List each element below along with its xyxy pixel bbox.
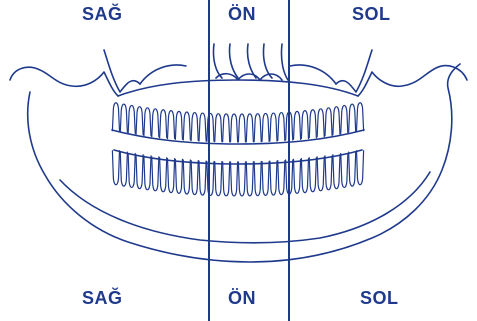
upper-tooth — [120, 104, 127, 132]
lower-tooth — [325, 156, 332, 190]
lower-tooth — [254, 162, 261, 196]
upper-tooth — [144, 108, 151, 136]
lower-tooth — [231, 162, 238, 196]
upper-tooth — [183, 112, 190, 140]
upper-tooth — [238, 114, 245, 142]
lower-tooth — [175, 159, 182, 193]
maxilla-sinus-right — [290, 65, 336, 84]
lower-tooth — [215, 162, 222, 196]
upper-tooth — [128, 105, 135, 133]
upper-tooth — [223, 114, 230, 142]
label-bottom-front: ÖN — [228, 288, 256, 308]
lower-tooth — [238, 162, 245, 196]
lower-tooth — [120, 152, 127, 186]
lower-tooth — [152, 157, 159, 191]
lower-tooth — [112, 151, 119, 185]
anterior-crown — [216, 74, 282, 80]
left-condyle — [358, 66, 467, 96]
lower-tooth — [128, 153, 135, 187]
upper-tooth — [168, 111, 175, 139]
mandible-outline — [28, 64, 460, 262]
upper-tooth — [294, 111, 301, 139]
upper-tooth — [112, 103, 119, 131]
upper-tooth — [270, 113, 277, 141]
upper-tooth — [215, 114, 222, 142]
upper-tooth — [160, 110, 167, 138]
lower-tooth — [262, 161, 269, 195]
right-coronoid — [104, 50, 140, 92]
upper-tooth — [246, 114, 253, 142]
lower-tooth — [144, 156, 151, 190]
lower-tooth — [357, 151, 364, 185]
upper-tooth — [317, 109, 324, 137]
lower-tooth — [207, 161, 214, 195]
lower-tooth — [341, 153, 348, 187]
upper-tooth — [341, 105, 348, 133]
lower-tooth — [183, 160, 190, 194]
lower-tooth — [294, 159, 301, 193]
lower-tooth — [191, 161, 198, 195]
maxilla-outline — [118, 80, 358, 96]
label-bottom-left-side: SOL — [360, 288, 399, 308]
lower-tooth — [278, 161, 285, 195]
lower-tooth — [333, 155, 340, 189]
lower-tooth — [223, 162, 230, 196]
label-top-front: ÖN — [228, 4, 256, 24]
upper-tooth — [175, 111, 182, 139]
upper-tooth — [254, 114, 261, 142]
left-coronoid — [336, 50, 372, 92]
label-top-right-side: SAĞ — [82, 4, 123, 24]
upper-tooth — [152, 109, 159, 137]
lower-tooth — [317, 157, 324, 191]
upper-teeth — [112, 103, 363, 142]
right-condyle — [10, 67, 118, 96]
lower-tooth — [199, 161, 206, 195]
upper-tooth — [349, 104, 356, 132]
lower-tooth — [309, 158, 316, 192]
lower-tooth — [168, 159, 175, 193]
lower-tooth — [246, 162, 253, 196]
lower-tooth — [270, 161, 277, 195]
upper-tooth — [262, 113, 269, 141]
upper-tooth — [199, 113, 206, 141]
maxilla-sinus-left — [140, 65, 186, 84]
lower-tooth — [301, 159, 308, 193]
upper-tooth — [325, 108, 332, 136]
upper-tooth — [278, 113, 285, 141]
lower-tooth — [160, 158, 167, 192]
lower-tooth — [136, 155, 143, 189]
upper-tooth — [301, 111, 308, 139]
lower-tooth — [349, 152, 356, 186]
upper-tooth — [357, 103, 364, 131]
upper-tooth — [191, 113, 198, 141]
label-top-left-side: SOL — [352, 4, 391, 24]
label-bottom-right-side: SAĞ — [82, 288, 123, 308]
upper-tooth — [309, 110, 316, 138]
upper-tooth — [136, 107, 143, 135]
upper-tooth — [333, 107, 340, 135]
upper-tooth — [207, 113, 214, 141]
upper-tooth — [231, 114, 238, 142]
